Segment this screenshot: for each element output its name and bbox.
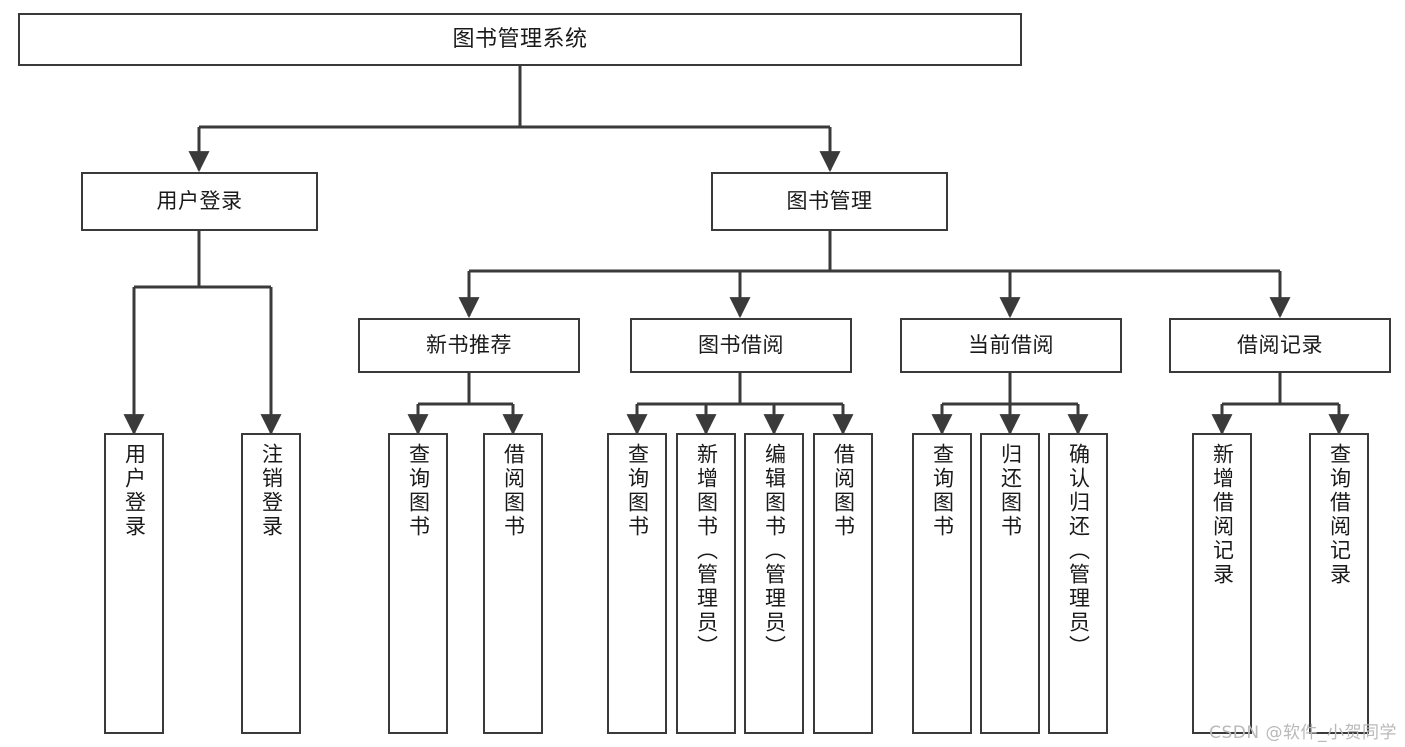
node-book-borrow[interactable]: 图书借阅 xyxy=(630,318,852,373)
node-label: 注销登录 xyxy=(259,443,284,539)
node-label: 新书推荐 xyxy=(426,333,512,358)
leaf-records-add-record[interactable]: 新增借阅记录 xyxy=(1192,433,1252,734)
node-label: 编辑图书（管理员） xyxy=(762,443,787,659)
node-label: 当前借阅 xyxy=(968,333,1054,358)
node-root-system[interactable]: 图书管理系统 xyxy=(18,13,1022,66)
node-label: 借阅图书 xyxy=(831,443,856,539)
node-label: 查询图书 xyxy=(406,443,431,539)
node-label: 借阅图书 xyxy=(501,443,526,539)
node-label: 查询图书 xyxy=(625,443,650,539)
node-label: 确认归还（管理员） xyxy=(1066,443,1091,659)
node-label: 借阅记录 xyxy=(1237,333,1323,358)
node-current-borrow[interactable]: 当前借阅 xyxy=(900,318,1122,373)
node-label: 图书借阅 xyxy=(698,333,784,358)
leaf-recommend-borrow-book[interactable]: 借阅图书 xyxy=(483,433,543,734)
leaf-user-login[interactable]: 用户登录 xyxy=(104,433,164,734)
node-new-book-recommend[interactable]: 新书推荐 xyxy=(358,318,580,373)
node-label: 新增借阅记录 xyxy=(1210,443,1235,587)
leaf-borrow-lend-book[interactable]: 借阅图书 xyxy=(813,433,873,734)
node-label: 图书管理系统 xyxy=(452,26,588,52)
leaf-current-query-book[interactable]: 查询图书 xyxy=(912,433,972,734)
node-label: 用户登录 xyxy=(156,189,243,214)
node-label: 查询借阅记录 xyxy=(1327,443,1352,587)
leaf-recommend-query-book[interactable]: 查询图书 xyxy=(388,433,448,734)
node-label: 归还图书 xyxy=(998,443,1023,539)
watermark-text: CSDN @软件_小贺同学 xyxy=(1209,723,1397,743)
node-user-login[interactable]: 用户登录 xyxy=(81,172,318,231)
leaf-borrow-query-book[interactable]: 查询图书 xyxy=(607,433,667,734)
node-book-management[interactable]: 图书管理 xyxy=(711,172,948,231)
leaf-user-logout[interactable]: 注销登录 xyxy=(241,433,301,734)
node-label: 新增图书（管理员） xyxy=(694,443,719,659)
leaf-current-confirm-return-admin[interactable]: 确认归还（管理员） xyxy=(1048,433,1108,734)
node-label: 图书管理 xyxy=(786,189,873,214)
node-label: 查询图书 xyxy=(930,443,955,539)
leaf-borrow-add-book-admin[interactable]: 新增图书（管理员） xyxy=(676,433,736,734)
leaf-current-return-book[interactable]: 归还图书 xyxy=(980,433,1040,734)
leaf-records-query-record[interactable]: 查询借阅记录 xyxy=(1309,433,1369,734)
leaf-borrow-edit-book-admin[interactable]: 编辑图书（管理员） xyxy=(744,433,804,734)
node-borrow-records[interactable]: 借阅记录 xyxy=(1169,318,1391,373)
node-label: 用户登录 xyxy=(122,443,147,539)
